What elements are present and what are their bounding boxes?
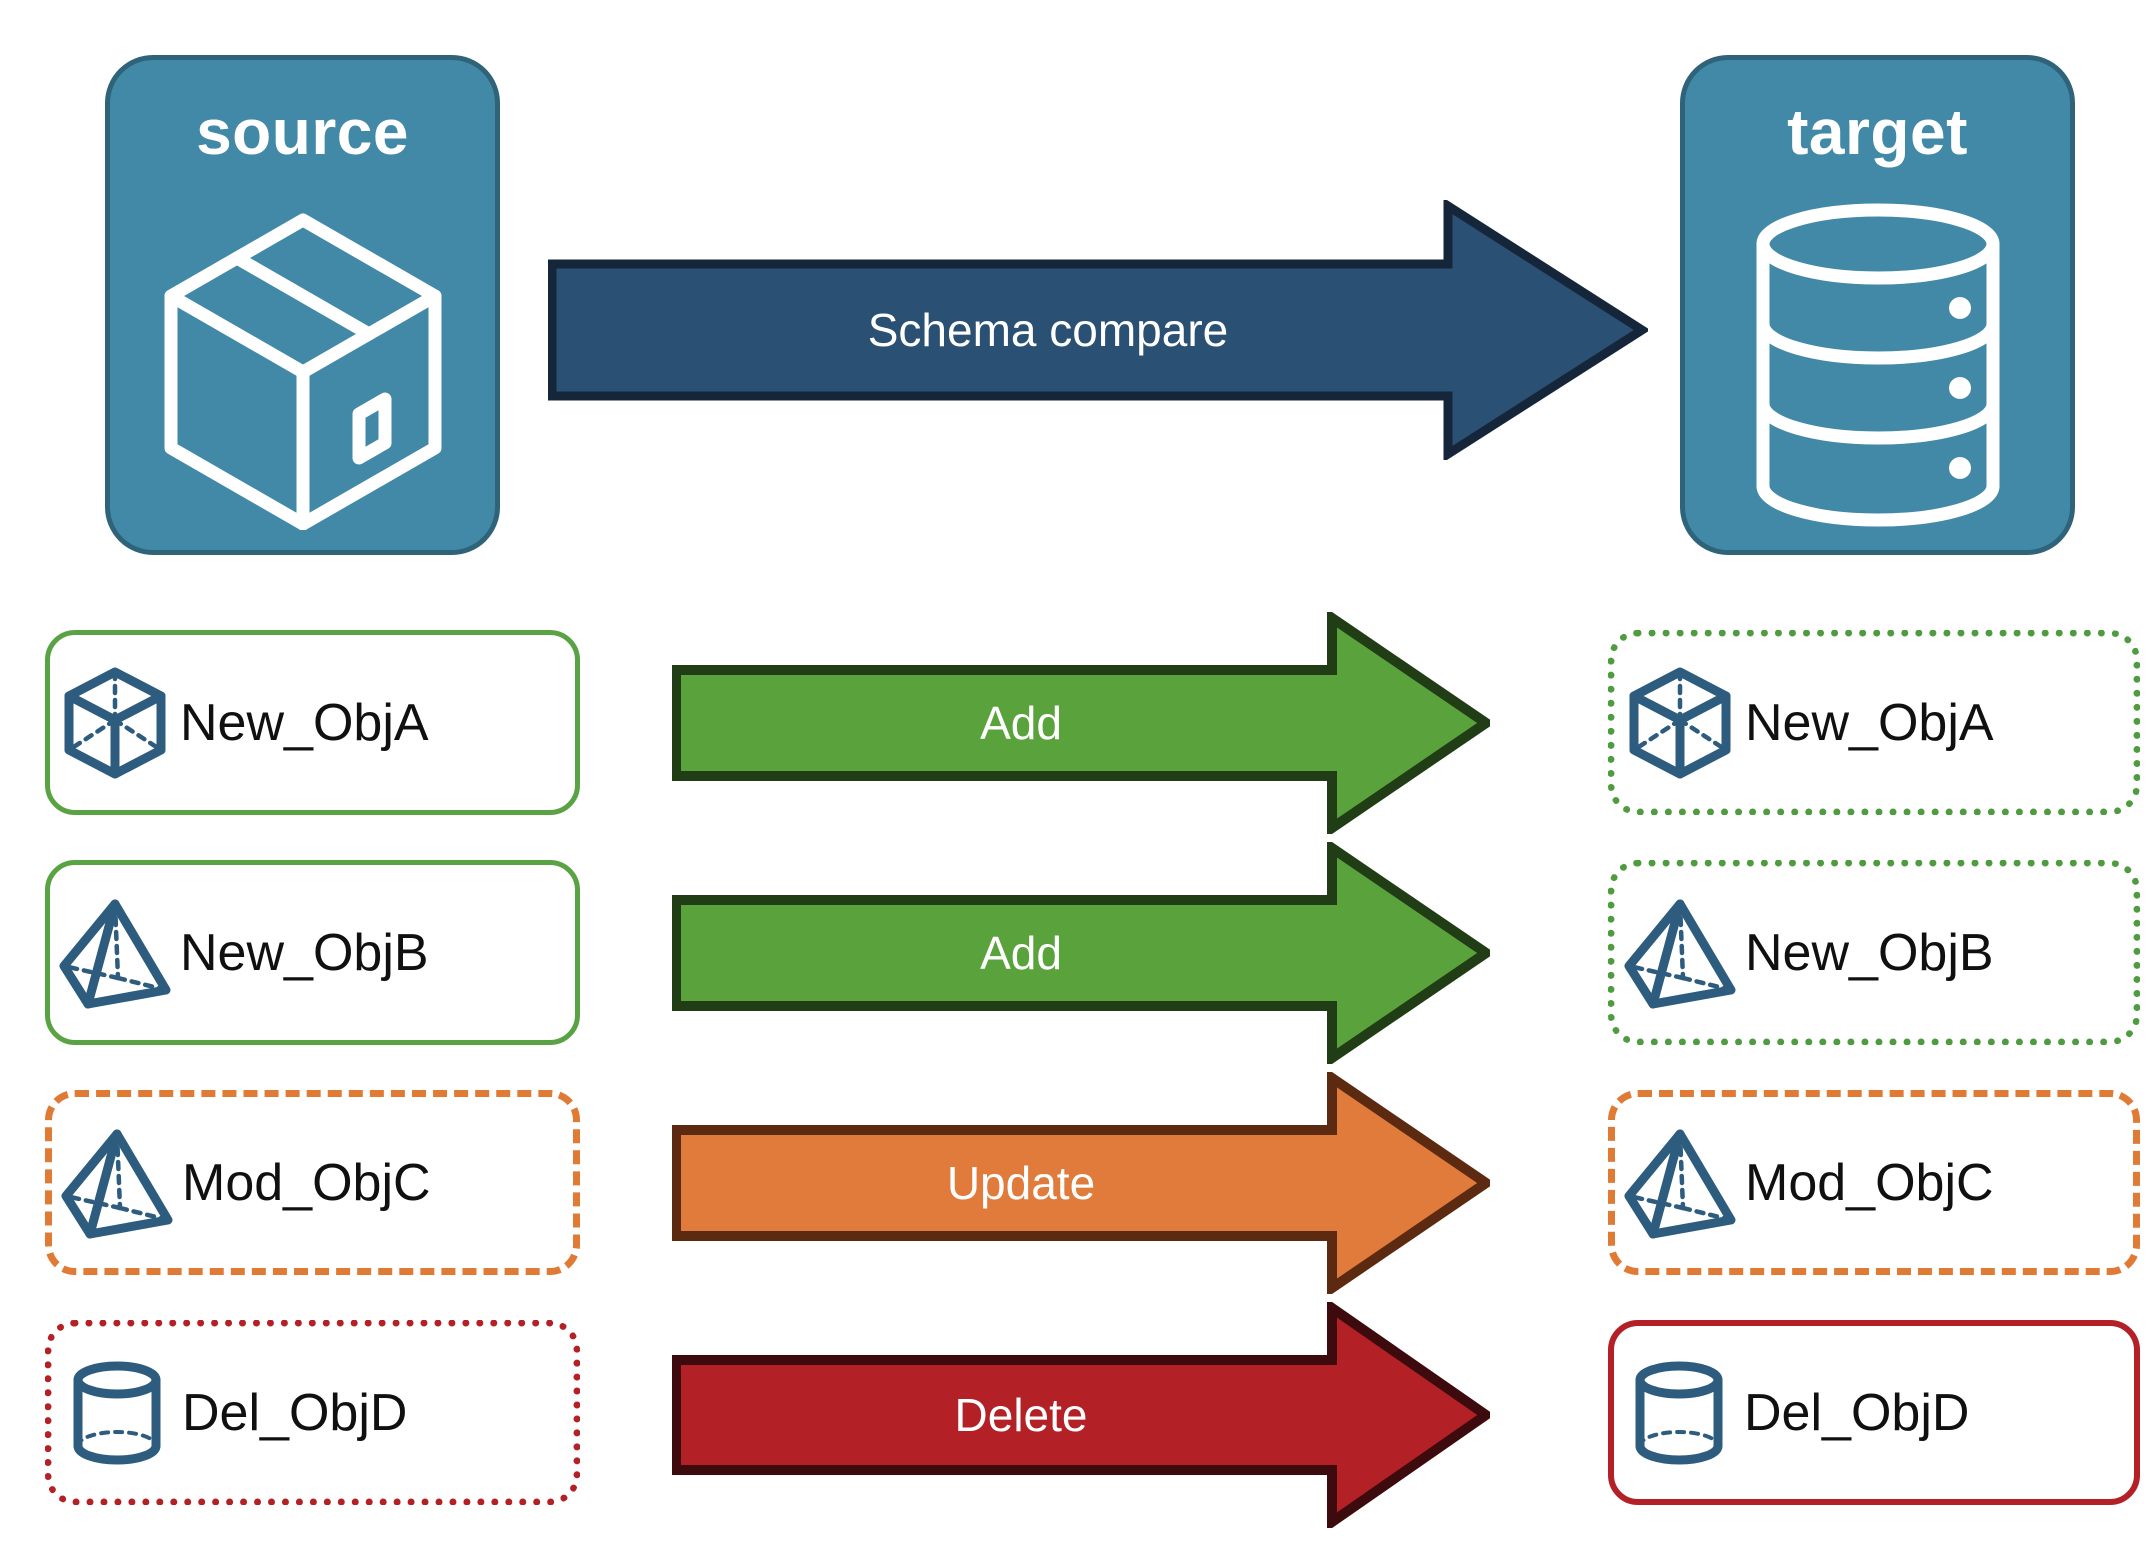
source-object-label-4: Del_ObjD (182, 1383, 408, 1442)
source-object-card-4[interactable]: Del_ObjD (45, 1320, 580, 1505)
wireframe-cube-icon (50, 664, 180, 782)
target-object-card-4[interactable]: Del_ObjD (1608, 1320, 2140, 1505)
target-object-label-3: Mod_ObjC (1745, 1153, 1994, 1212)
target-object-card-3[interactable]: Mod_ObjC (1608, 1090, 2140, 1275)
source-object-label-3: Mod_ObjC (182, 1153, 431, 1212)
source-object-card-2[interactable]: New_ObjB (45, 860, 580, 1045)
source-endpoint-card: source (105, 55, 500, 555)
schema-compare-arrow: Schema compare (547, 197, 1651, 463)
action-arrow-label-2: Add (980, 927, 1062, 979)
action-arrow-add-1: Add (671, 608, 1495, 838)
target-object-label-2: New_ObjB (1745, 923, 1994, 982)
wireframe-cylinder-icon (52, 1354, 182, 1472)
action-arrow-delete-4: Delete (671, 1298, 1495, 1532)
target-object-label-4: Del_ObjD (1744, 1383, 1970, 1442)
target-object-card-2[interactable]: New_ObjB (1608, 860, 2140, 1045)
action-arrow-update-3: Update (671, 1068, 1495, 1298)
action-arrow-label-4: Delete (954, 1389, 1088, 1441)
wireframe-pyramid-icon (1615, 894, 1745, 1012)
schema-compare-label: Schema compare (867, 304, 1229, 356)
wireframe-cube-icon (1615, 664, 1745, 782)
source-object-card-1[interactable]: New_ObjA (45, 630, 580, 815)
source-object-label-2: New_ObjB (180, 923, 429, 982)
action-arrow-label-1: Add (980, 697, 1062, 749)
package-cube-icon (110, 200, 495, 530)
wireframe-pyramid-icon (52, 1124, 182, 1242)
action-arrow-add-2: Add (671, 838, 1495, 1068)
source-object-card-3[interactable]: Mod_ObjC (45, 1090, 580, 1275)
database-cylinder-icon (1685, 200, 2070, 530)
source-object-label-1: New_ObjA (180, 693, 429, 752)
target-endpoint-card: target (1680, 55, 2075, 555)
action-arrow-label-3: Update (946, 1157, 1096, 1209)
wireframe-pyramid-icon (1615, 1124, 1745, 1242)
target-object-label-1: New_ObjA (1745, 693, 1994, 752)
target-object-card-1[interactable]: New_ObjA (1608, 630, 2140, 815)
wireframe-cylinder-icon (1614, 1354, 1744, 1472)
wireframe-pyramid-icon (50, 894, 180, 1012)
target-title: target (1787, 96, 1968, 168)
source-title: source (196, 96, 409, 168)
